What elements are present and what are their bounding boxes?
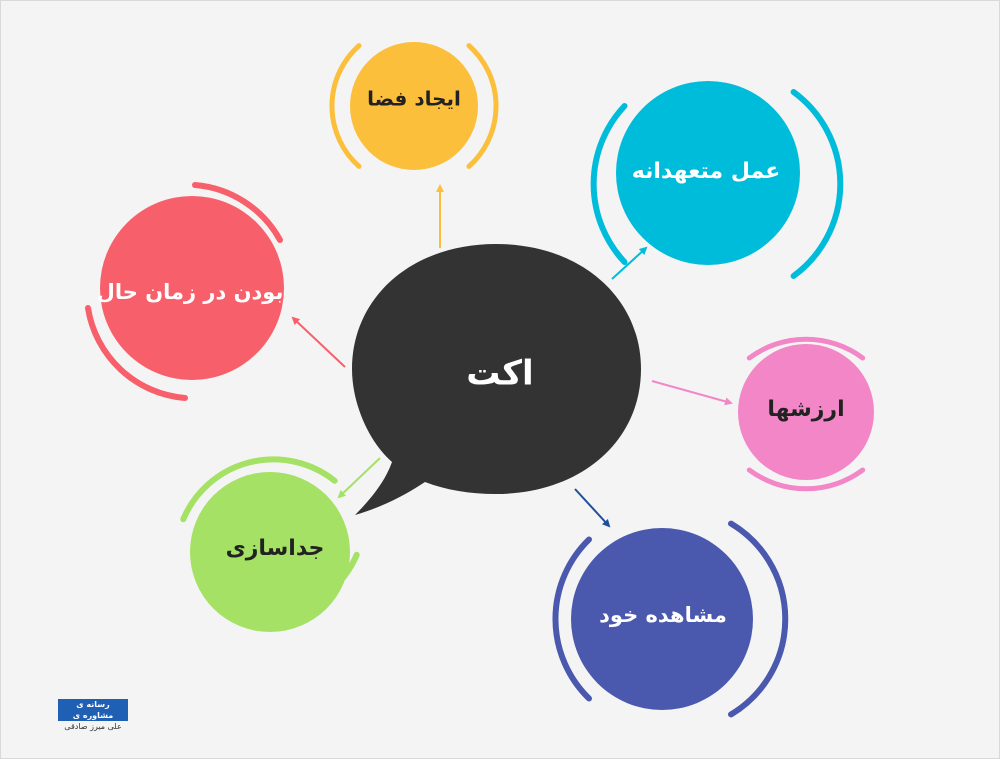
- arrow-to-committed-action: [611, 246, 648, 280]
- creating-space-label: ایجاد فضا: [367, 87, 461, 111]
- node-defusion: جداسازی: [180, 456, 360, 632]
- committed-action-label: عمل متعهدانه: [632, 159, 780, 184]
- center-speech-bubble: اکت: [352, 244, 641, 515]
- creating-space-ring-right: [466, 43, 499, 169]
- defusion-ring-top: [180, 456, 338, 523]
- node-being-present: بودن در زمان حال: [85, 182, 284, 401]
- arrow-to-defusion: [337, 457, 381, 499]
- values-circle: [738, 344, 874, 480]
- self-observation-ring-left: [552, 536, 592, 702]
- arrow-to-values: [651, 380, 733, 406]
- node-values: ارزشها: [738, 336, 874, 492]
- values-ring-top: [746, 336, 866, 361]
- node-committed-action: عمل متعهدانه: [590, 81, 844, 279]
- creating-space-ring-left: [329, 43, 362, 169]
- watermark-logo: رسانه ی مشاوره ی علی میرز صادقی: [58, 699, 128, 732]
- defusion-circle: [190, 472, 350, 632]
- arrow-to-being-present: [291, 316, 346, 368]
- creating-space-circle: [350, 42, 478, 170]
- defusion-label: جداسازی: [226, 536, 325, 561]
- center-label: اکت: [466, 354, 533, 394]
- self-observation-ring-right: [728, 520, 789, 718]
- node-creating-space: ایجاد فضا: [329, 42, 499, 170]
- self-observation-label: مشاهده خود: [599, 603, 727, 627]
- node-self-observation: مشاهده خود: [552, 520, 789, 718]
- being-present-ring-top: [192, 182, 283, 243]
- watermark-line-2: علی میرز صادقی: [64, 722, 122, 731]
- committed-action-ring-left: [590, 103, 628, 265]
- values-label: ارزشها: [767, 397, 844, 422]
- being-present-label: بودن در زمان حال: [97, 280, 284, 304]
- committed-action-ring-right: [790, 89, 844, 279]
- being-present-ring-bottom: [85, 305, 188, 401]
- arrow-to-self-observation: [574, 488, 611, 528]
- self-observation-circle: [571, 528, 753, 710]
- being-present-circle: [100, 196, 284, 380]
- committed-action-circle: [616, 81, 800, 265]
- values-ring-bottom: [746, 467, 866, 492]
- speech-bubble-shape: [352, 244, 641, 515]
- watermark-line-1: رسانه ی مشاوره ی: [58, 699, 128, 721]
